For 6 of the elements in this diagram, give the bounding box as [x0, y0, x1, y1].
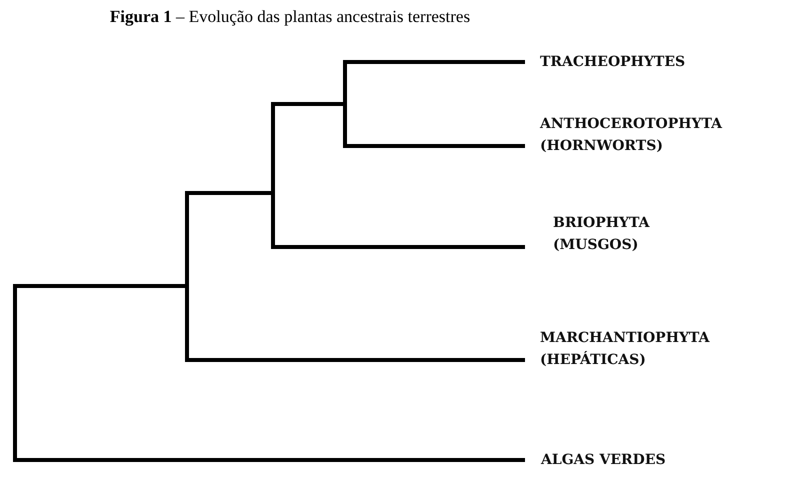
taxon-label: BRIOPHYTA (MUSGOS)	[553, 214, 651, 255]
taxon-label: MARCHANTIOPHYTA (HEPÁTICAS)	[540, 329, 711, 370]
taxon-label: TRACHEOPHYTES	[540, 53, 686, 72]
taxon-label: ALGAS VERDES	[541, 451, 667, 470]
taxon-label: ANTHOCEROTOPHYTA (HORNWORTS)	[540, 115, 724, 156]
figure-title: Figura 1 – Evolução das plantas ancestrais terrestres	[108, 7, 472, 27]
